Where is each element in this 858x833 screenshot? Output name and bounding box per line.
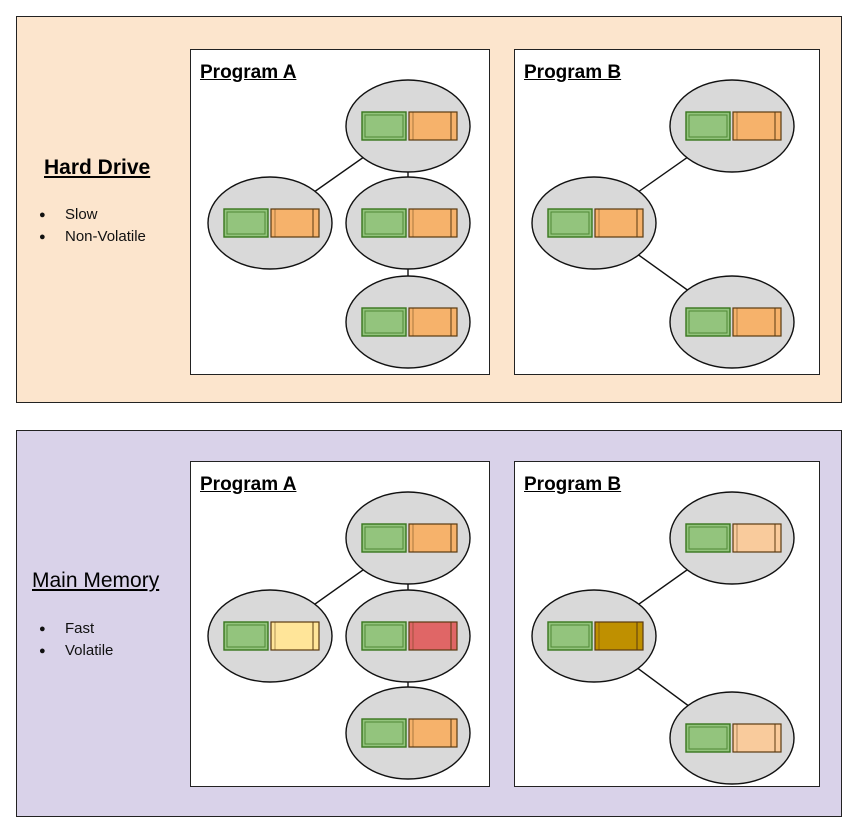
hd-program-b-node xyxy=(531,176,657,270)
mm-program-a-node xyxy=(345,491,471,585)
mm-program-a-node xyxy=(345,686,471,780)
hd-program-a-node xyxy=(345,275,471,369)
mm-program-a-node xyxy=(207,589,333,683)
hd-program-a-node xyxy=(345,176,471,270)
mm-program-b-node xyxy=(669,491,795,585)
bullet-item: Slow xyxy=(33,204,146,226)
hd-program-b-label: Program B xyxy=(524,62,622,83)
bullet-item: Non-Volatile xyxy=(33,226,146,248)
main-memory-title: Main Memory xyxy=(32,569,160,592)
hd-program-a-label: Program A xyxy=(200,62,297,83)
mm-program-b-node xyxy=(531,589,657,683)
hd-program-a-node xyxy=(207,176,333,270)
hd-program-a-node xyxy=(345,79,471,173)
mm-program-a-label: Program A xyxy=(200,474,297,495)
hd-program-b-node xyxy=(669,79,795,173)
bullet-item: Volatile xyxy=(33,640,113,662)
main-memory-bullets: Fast Volatile xyxy=(33,618,113,662)
mm-program-b-node xyxy=(669,691,795,785)
mm-program-b-label: Program B xyxy=(524,474,622,495)
tree-edges xyxy=(269,125,733,739)
hard-drive-title: Hard Drive xyxy=(44,156,151,179)
tree-nodes xyxy=(207,79,795,785)
hard-drive-bullets: Slow Non-Volatile xyxy=(33,204,146,248)
bullet-item: Fast xyxy=(33,618,113,640)
hd-program-b-node xyxy=(669,275,795,369)
mm-program-a-node xyxy=(345,589,471,683)
